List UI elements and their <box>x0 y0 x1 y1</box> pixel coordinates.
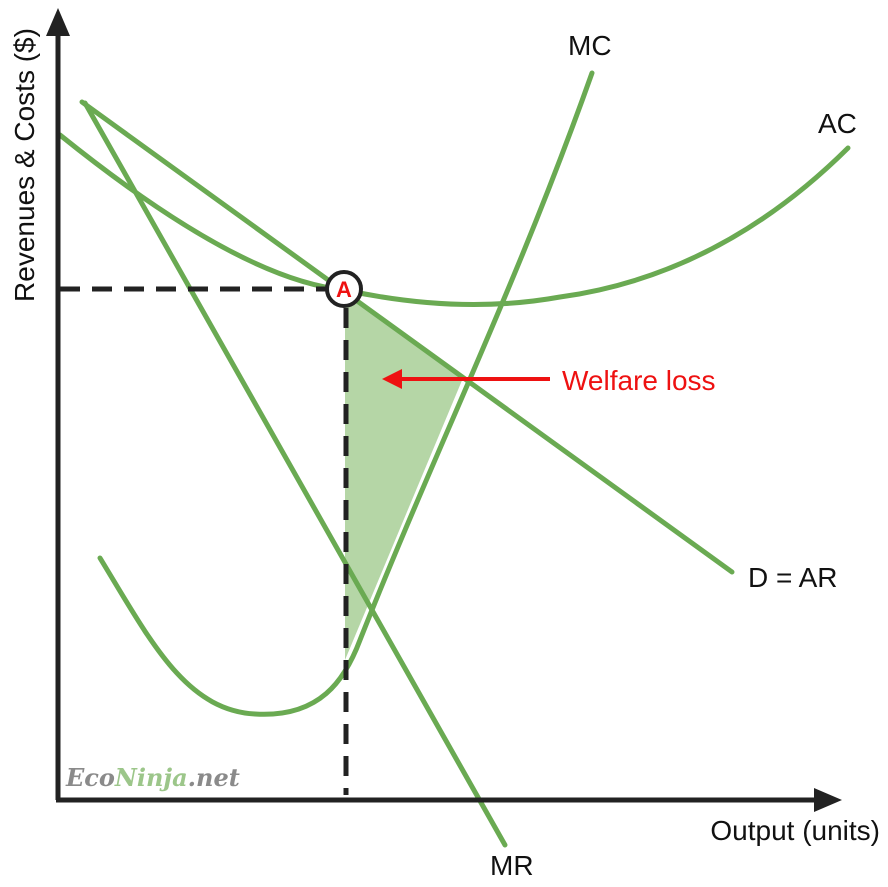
x-axis-arrowhead <box>814 788 842 812</box>
welfare-loss-label: Welfare loss <box>562 365 716 396</box>
arrowhead-icon <box>382 369 402 389</box>
watermark-net: .net <box>188 763 240 792</box>
econinja-watermark: EcoNinja.net <box>65 763 240 792</box>
welfare-loss-area <box>345 290 463 660</box>
point-a-marker: A <box>325 270 363 308</box>
mr-label: MR <box>490 850 534 881</box>
mc-label: MC <box>568 30 612 61</box>
welfare-loss-arrow <box>382 369 550 389</box>
ac-label: AC <box>818 108 857 139</box>
x-axis-label: Output (units) <box>710 815 880 846</box>
y-axis-arrowhead <box>46 8 70 36</box>
mr-curve <box>82 100 508 848</box>
watermark-ninja: Ninja <box>114 763 188 792</box>
circle-marker-icon <box>325 270 363 308</box>
mc-curve <box>97 70 595 717</box>
point-a-label: A <box>336 277 352 302</box>
y-axis-label: Revenues & Costs ($) <box>9 28 40 302</box>
ac-curve <box>57 132 851 308</box>
watermark-eco: Eco <box>65 763 115 792</box>
demand-ar-curve <box>79 99 735 575</box>
demand-ar-label: D = AR <box>748 562 837 593</box>
